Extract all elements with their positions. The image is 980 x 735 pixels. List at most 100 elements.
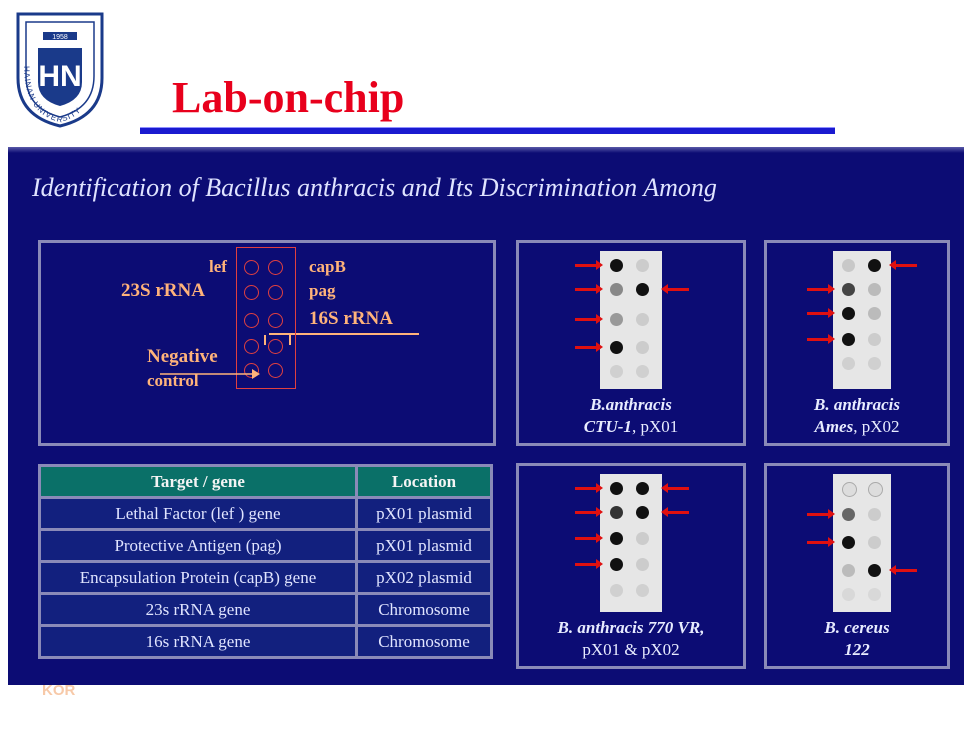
spot	[610, 341, 623, 354]
chip-array-frame	[236, 247, 296, 389]
spot	[842, 333, 855, 346]
spot	[868, 307, 881, 320]
spot	[842, 283, 855, 296]
spot	[610, 259, 623, 272]
red-arrow-icon	[575, 284, 603, 294]
spot	[868, 588, 881, 601]
red-arrow-icon	[889, 565, 917, 575]
red-arrow-icon	[575, 507, 603, 517]
gene-table: Target / gene Location Lethal Factor (le…	[38, 464, 493, 659]
chip-image-cereus: B. cereus 122	[764, 463, 950, 669]
red-arrow-icon	[661, 483, 689, 493]
spot	[610, 365, 623, 378]
red-arrow-icon	[661, 507, 689, 517]
red-arrow-icon	[807, 308, 835, 318]
spot	[636, 482, 649, 495]
image-caption: Ames, pX02	[767, 417, 947, 437]
spot	[842, 564, 855, 577]
chip-spot	[268, 363, 283, 378]
table-header-row: Target / gene Location	[38, 464, 493, 499]
caption-species: B. anthracis	[814, 395, 900, 414]
image-caption: 122	[767, 640, 947, 660]
spot	[636, 259, 649, 272]
table-row: 23s rRNA gene Chromosome	[38, 592, 493, 627]
caption-plasmid: , pX01	[631, 417, 679, 436]
cell-gene: Lethal Factor (lef ) gene	[38, 496, 358, 531]
label-capb: capB	[309, 257, 346, 276]
spot	[610, 558, 623, 571]
label-16s-rrna: 16S rRNA	[309, 308, 393, 329]
cell-gene: 23s rRNA gene	[38, 592, 358, 627]
spot	[868, 333, 881, 346]
red-arrow-icon	[807, 334, 835, 344]
spot	[842, 357, 855, 370]
red-arrow-icon	[807, 509, 835, 519]
table-row: 16s rRNA gene Chromosome	[38, 624, 493, 659]
spot	[868, 283, 881, 296]
chip-image-ctu1: B.anthracis CTU-1, pX01	[516, 240, 746, 446]
spot	[610, 313, 623, 326]
red-arrow-icon	[575, 483, 603, 493]
chip-spot	[244, 363, 259, 378]
caption-plasmid: pX01 & pX02	[582, 640, 680, 659]
image-caption: B. cereus	[767, 618, 947, 638]
negative-control-arrow-icon	[160, 369, 260, 379]
chip-spot	[268, 313, 283, 328]
label-pag: pag	[309, 281, 336, 300]
table-row: Protective Antigen (pag) pX01 plasmid	[38, 528, 493, 563]
slide-image-panel: Identification of Bacillus anthracis and…	[8, 147, 964, 685]
spot	[636, 584, 649, 597]
spot	[868, 357, 881, 370]
spot	[610, 482, 623, 495]
table-row: Encapsulation Protein (capB) gene pX02 p…	[38, 560, 493, 595]
label-negative: Negative	[147, 346, 218, 367]
red-arrow-icon	[889, 260, 917, 270]
spot	[842, 536, 855, 549]
spot	[636, 558, 649, 571]
footer-smudge: KOR	[42, 682, 76, 699]
university-logo: 1958 HN HAINAN UNIVERSITY	[10, 8, 110, 130]
spot	[842, 508, 855, 521]
cell-location: pX01 plasmid	[355, 496, 493, 531]
label-underline-16s	[269, 333, 419, 335]
spot	[842, 259, 855, 272]
cell-gene: Encapsulation Protein (capB) gene	[38, 560, 358, 595]
red-arrow-icon	[575, 342, 603, 352]
spot	[610, 584, 623, 597]
panel-top-edge	[8, 147, 964, 153]
chip-spot	[268, 285, 283, 300]
cell-location: Chromosome	[355, 592, 493, 627]
panel-subtitle: Identification of Bacillus anthracis and…	[32, 173, 717, 202]
image-caption: B.anthracis	[519, 395, 743, 415]
table-row: Lethal Factor (lef ) gene pX01 plasmid	[38, 496, 493, 531]
spot	[868, 508, 881, 521]
red-arrow-icon	[807, 537, 835, 547]
caption-strain: Ames	[814, 417, 854, 436]
chip-spot	[268, 260, 283, 275]
chip-image-ames: B. anthracis Ames, pX02	[764, 240, 950, 446]
title-underline	[140, 127, 835, 134]
chip-spot	[244, 260, 259, 275]
caption-strain: CTU-1	[583, 417, 632, 436]
spot	[868, 482, 883, 497]
red-arrow-icon	[575, 533, 603, 543]
spot	[636, 365, 649, 378]
spot	[868, 564, 881, 577]
caption-strain: 122	[844, 640, 870, 659]
logo-monogram: HN	[38, 60, 81, 93]
header-location: Location	[355, 464, 493, 499]
red-arrow-icon	[807, 284, 835, 294]
chip-strip	[833, 251, 891, 389]
spot	[610, 532, 623, 545]
page-title: Lab-on-chip	[172, 73, 405, 122]
spot	[610, 506, 623, 519]
image-caption: CTU-1, pX01	[519, 417, 743, 437]
spot	[610, 283, 623, 296]
spot	[842, 307, 855, 320]
red-arrow-icon	[661, 284, 689, 294]
header-target-gene: Target / gene	[38, 464, 358, 499]
label-control: control	[147, 371, 199, 390]
cell-gene: 16s rRNA gene	[38, 624, 358, 659]
caption-species: B. cereus	[824, 618, 890, 637]
chip-spot	[244, 285, 259, 300]
